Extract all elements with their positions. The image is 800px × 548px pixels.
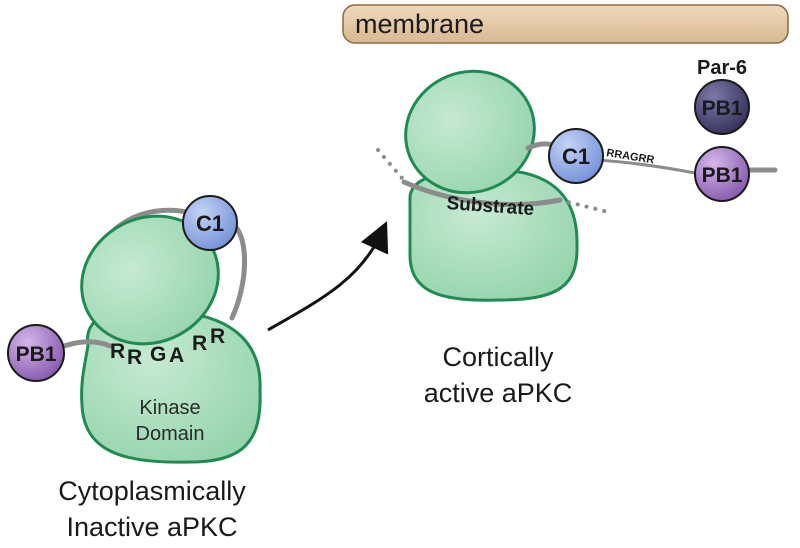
active-pb1-domain <box>694 146 750 202</box>
substrate-chain <box>401 179 563 207</box>
membrane-bar <box>342 4 789 44</box>
active-caption-line1: Cortically <box>442 342 554 372</box>
motif-letter: R <box>110 340 125 363</box>
inactive-pb1-label: PB1 <box>16 343 57 366</box>
active-upper-lobe <box>404 69 536 195</box>
motif-letter: A <box>169 344 184 367</box>
kinase-label-line1: Kinase <box>139 397 200 419</box>
par6-pb1-label: PB1 <box>702 97 743 120</box>
kinase-label-line2: Domain <box>136 423 205 445</box>
inactive-apkc: C1 PB1 R R G A R R Kinase Domain Cytopla… <box>7 195 262 542</box>
membrane: membrane <box>342 4 789 44</box>
par6-label: Par-6 <box>697 57 747 79</box>
active-c1-label: C1 <box>562 144 590 169</box>
motif-letter: R <box>127 346 142 369</box>
active-c1-domain <box>548 128 604 184</box>
substrate-dots-left <box>376 148 404 180</box>
inactive-caption-line2: Inactive aPKC <box>66 512 237 542</box>
par6: Par-6 PB1 <box>694 57 750 135</box>
par6-pb1-domain <box>694 79 750 135</box>
active-caption-line2: active aPKC <box>424 378 573 408</box>
active-c1-pb1-linker <box>596 158 702 176</box>
inactive-motif: R R G A R R <box>110 325 225 369</box>
substrate-dots-right <box>558 198 614 215</box>
motif-letter: G <box>150 343 166 366</box>
membrane-label: membrane <box>355 9 484 39</box>
active-pb1-label: PB1 <box>702 164 743 187</box>
motif-letter: R <box>192 332 207 355</box>
active-kinase-domain <box>408 168 579 302</box>
inactive-pb1-domain <box>7 324 65 382</box>
inactive-c1-domain <box>182 195 238 251</box>
activation-arrow <box>267 221 389 332</box>
active-apkc: Substrate C1 RRAGRR PB1 Cortically activ… <box>376 69 778 408</box>
inactive-c1-label: C1 <box>196 211 224 236</box>
inactive-caption-line1: Cytoplasmically <box>58 476 246 506</box>
motif-letter: R <box>210 325 225 348</box>
